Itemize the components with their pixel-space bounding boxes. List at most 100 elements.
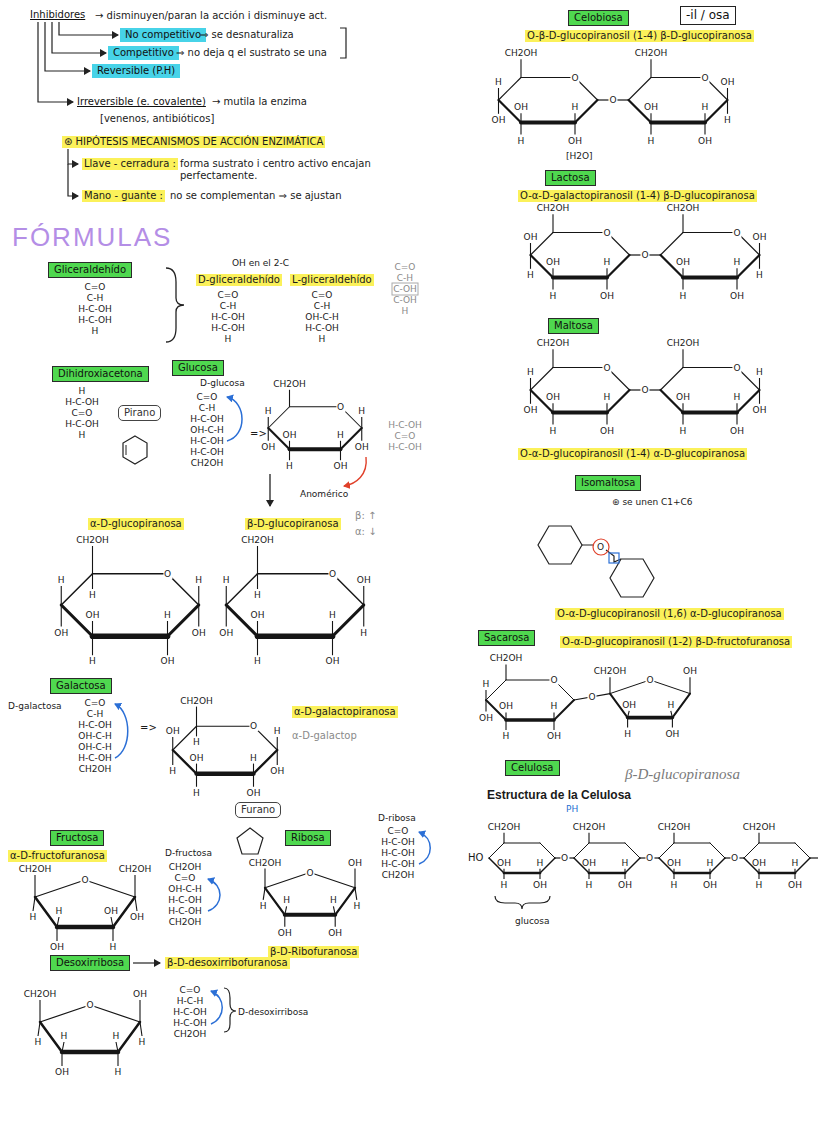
atom-label: OH — [730, 426, 744, 436]
substituent-bond — [673, 873, 674, 879]
substituent-bond — [682, 268, 683, 277]
ring-bond — [683, 367, 737, 368]
page-title: FÓRMULAS — [12, 222, 172, 252]
substituent-bond — [92, 574, 93, 589]
name-tag: Maltosa — [548, 318, 599, 334]
tag-text: Pirano — [124, 407, 155, 418]
atom-label: H — [337, 430, 344, 440]
fischer-row: OH-C-H — [190, 425, 224, 436]
substituent-bond — [682, 413, 683, 425]
ring-bond — [504, 843, 540, 844]
atom-label: CH2OH — [241, 535, 274, 545]
atom-label: OH — [334, 461, 348, 471]
fischer-row: CH2OH — [173, 1029, 207, 1040]
atom-label: OH — [533, 880, 547, 890]
substituent-bond — [588, 833, 589, 843]
atom-label: H — [195, 575, 202, 585]
ring-bond — [661, 368, 684, 391]
substituent-bond — [92, 546, 93, 574]
fischer-row: H — [211, 334, 245, 345]
ring-bond — [553, 410, 607, 414]
fischer-projection: C=O C-H H-C-OH H-C-OH H — [78, 282, 112, 337]
fischer-row: H-C-OH — [211, 312, 245, 323]
atom-label: H — [604, 257, 611, 267]
label-text: D-ribosa — [378, 812, 416, 824]
fischer-row: C=O — [65, 408, 99, 419]
atom-label: O — [80, 875, 89, 885]
atom-label: CH2OH — [488, 822, 521, 832]
fischer-row: C-H — [211, 301, 245, 312]
atom-label: H — [164, 610, 171, 620]
label-text: D-glucosa — [200, 377, 245, 389]
name-tag: Celulosa — [505, 760, 560, 776]
atom-label: OH — [622, 700, 636, 710]
label-text: ⇒ se desnaturaliza — [200, 29, 294, 41]
ring-bond — [226, 574, 257, 605]
substituent-bond — [552, 349, 553, 367]
substituent-bond — [530, 378, 531, 390]
ring-bond — [650, 680, 690, 694]
fischer-row: OH-C-H — [168, 884, 202, 895]
atom-label: H — [193, 788, 200, 798]
tag-text: Furano — [241, 804, 275, 815]
substituent-bond — [363, 605, 364, 627]
ring-bond — [759, 843, 795, 844]
down-arrow — [269, 474, 270, 506]
label-text: O-α-D-glucopiranosil (1,6) α-D-glucopira… — [555, 608, 784, 620]
fischer-row: C-OH — [393, 295, 417, 306]
substituent-bond — [520, 113, 521, 122]
label-text: α: ↓ — [355, 526, 377, 538]
substituent-bond — [257, 621, 258, 636]
atom-label: H — [527, 270, 534, 280]
substituent-bond — [606, 268, 607, 277]
atom-label: H — [671, 880, 678, 890]
atom-label: H — [58, 575, 65, 585]
label-text: O — [597, 541, 604, 553]
substituent-bond — [257, 546, 258, 574]
atom-label: OH — [676, 392, 690, 402]
ring-bond — [118, 1022, 140, 1052]
substituent-bond — [264, 869, 265, 888]
substituent-bond — [38, 1022, 40, 1036]
glucose-sketch — [610, 559, 654, 597]
ring-bond — [40, 1022, 62, 1052]
substituent-bond — [539, 873, 540, 879]
substituent-bond — [112, 927, 113, 941]
atom-label: H — [756, 270, 763, 280]
atom-label: OH — [54, 628, 68, 638]
substituent-bond — [503, 833, 504, 843]
fischer-row: H-C-OH — [168, 906, 202, 917]
atom-label: H — [113, 1031, 120, 1041]
fischer-projection: C=O H-C-H H-C-OH H-C-OH CH2OH — [173, 985, 207, 1040]
label-text: D-fructosa — [165, 847, 212, 859]
atom-label: H — [503, 731, 510, 741]
substituent-bond — [736, 268, 737, 277]
atom-label: CH2OH — [573, 822, 606, 832]
atom-label: CH2OH — [273, 379, 306, 389]
label-text: O-α-D-glucopiranosil (1-2) β-D-fructofur… — [560, 636, 792, 648]
name-tag: -il / osa — [680, 6, 736, 25]
atom-label: OH — [703, 880, 717, 890]
fischer-row: OH-C-H — [78, 742, 112, 753]
atom-label: OH — [161, 656, 175, 666]
atom-label: H — [537, 858, 544, 868]
fischer-row: H — [78, 326, 112, 337]
substituent-bond — [61, 586, 62, 605]
atom-label: OH — [247, 788, 261, 798]
fischer-projection: CH2OH C=O OH-C-H H-C-OH H-C-OH CH2OH — [168, 862, 202, 928]
fischer-row: C=O — [388, 431, 422, 442]
fischer-row: CH2OH — [381, 870, 415, 881]
name-tag: Fructosa — [50, 830, 104, 846]
tag-text: Competitivo — [113, 47, 174, 58]
atom-label: OH — [568, 136, 582, 146]
fischer-row: CH2OH — [168, 917, 202, 928]
substituent-bond — [505, 712, 506, 720]
ring-bond — [661, 233, 684, 256]
atom-label: OH — [499, 701, 513, 711]
fischer-row: C=O — [190, 392, 224, 403]
atom-label: O — [732, 363, 741, 373]
substituent-bond — [354, 869, 355, 888]
fischer-row: H — [393, 306, 417, 317]
name-tag: Inhibidores — [28, 8, 87, 22]
atom-label: OH — [524, 405, 538, 415]
